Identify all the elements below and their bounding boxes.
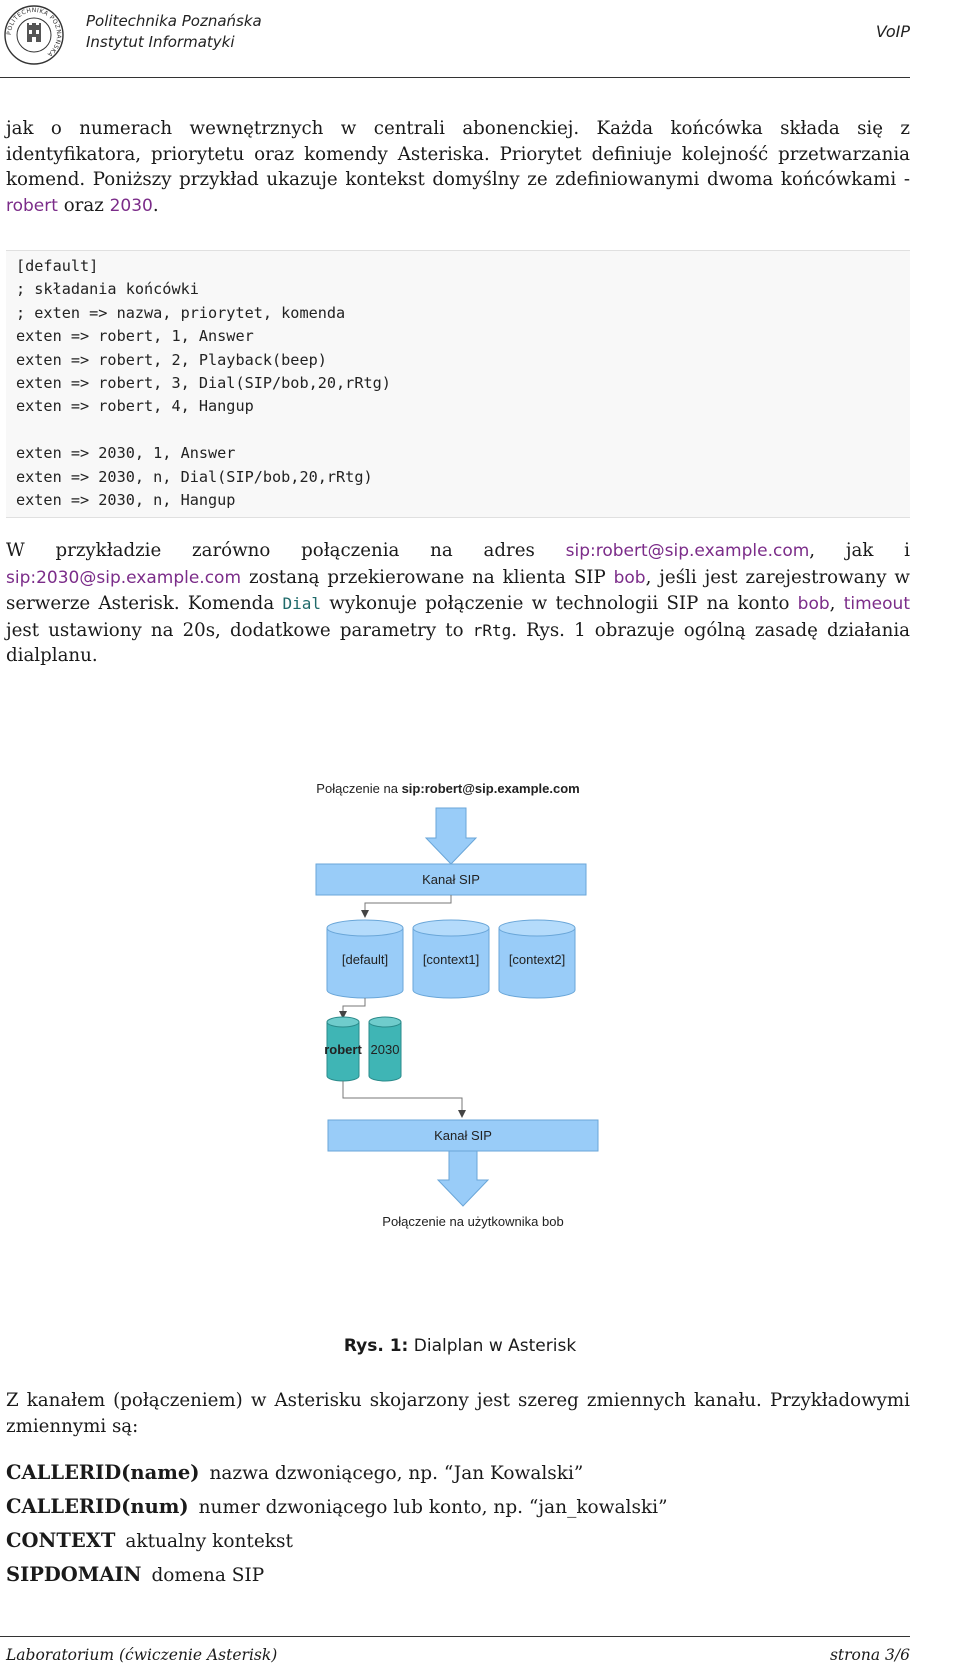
footer-rule bbox=[0, 1636, 910, 1637]
term-robert: robert bbox=[6, 195, 58, 216]
variable-term: CALLERID(num) bbox=[6, 1495, 189, 1518]
variable-item: CALLERID(num) numer dzwoniącego lub konto… bbox=[6, 1490, 910, 1524]
sip-channel-top-label: Kanał SIP bbox=[422, 872, 480, 887]
extension-2030-label: 2030 bbox=[371, 1042, 400, 1057]
sip-channel-top-box bbox=[315, 863, 587, 896]
sip-channel-bottom-label: Kanał SIP bbox=[434, 1128, 492, 1143]
context-default-label: [default] bbox=[342, 952, 388, 967]
para-text: W przykładzie zarówno połączenia na adre… bbox=[6, 540, 566, 561]
context-default-cylinder: [default] bbox=[326, 919, 404, 999]
para-text: . bbox=[152, 194, 159, 216]
variable-term: CALLERID(name) bbox=[6, 1461, 200, 1484]
term-timeout: timeout bbox=[843, 594, 910, 614]
channel-variables-list: CALLERID(name) nazwa dzwoniącego, np. “Ja… bbox=[6, 1456, 910, 1592]
institution-line-2: Instytut Informatyki bbox=[86, 33, 235, 51]
term-2030: 2030 bbox=[109, 195, 153, 216]
context1-label: [context1] bbox=[423, 952, 479, 967]
variable-item: CALLERID(name) nazwa dzwoniącego, np. “Ja… bbox=[6, 1456, 910, 1490]
connector-channel-to-context bbox=[361, 895, 452, 918]
para-text: , jak i bbox=[809, 540, 910, 561]
code-rrtg: rRtg bbox=[472, 620, 512, 640]
institution-name: Politechnika Poznańska Instytut Informat… bbox=[86, 11, 262, 53]
institution-line-1: Politechnika Poznańska bbox=[86, 12, 262, 30]
outgoing-flow-arrow bbox=[436, 1150, 490, 1207]
para-text: wykonuje połączenie w technologii SIP na… bbox=[320, 593, 798, 614]
outgoing-call-label: Połączenie na użytkownika bob bbox=[382, 1214, 563, 1229]
university-logo-icon: POLITECHNIKA POZNAŃSKA bbox=[4, 5, 64, 65]
variables-intro-paragraph: Z kanałem (połączeniem) w Asterisku skoj… bbox=[6, 1390, 910, 1437]
dialplan-diagram: Połączenie na sip:robert@sip.example.com… bbox=[315, 781, 599, 1229]
caption-text: Dialplan w Asterisk bbox=[413, 1336, 577, 1356]
intro-paragraph: jak o numerach wewnętrznych w centrali a… bbox=[6, 116, 910, 219]
variable-term: CONTEXT bbox=[6, 1529, 116, 1552]
term-bob: bob bbox=[613, 567, 646, 588]
context2-cylinder: [context2] bbox=[498, 919, 576, 999]
variable-item: CONTEXT aktualny kontekst bbox=[6, 1524, 910, 1558]
term-bob: bob bbox=[797, 594, 830, 614]
sip-channel-bottom-box bbox=[327, 1119, 599, 1152]
variable-description: domena SIP bbox=[151, 1565, 265, 1586]
connector-context-to-extension bbox=[339, 998, 366, 1019]
caption-label: Rys. 1: bbox=[343, 1336, 409, 1356]
variable-description: nazwa dzwoniącego, np. “Jan Kowalski” bbox=[209, 1463, 584, 1484]
code-dial: Dial bbox=[282, 594, 321, 613]
incoming-call-label: Połączenie na sip:robert@sip.example.com bbox=[316, 781, 579, 796]
page-header: POLITECHNIKA POZNAŃSKA Politechnika Pozn… bbox=[0, 0, 910, 78]
para-text: . Rys. 1 obrazuje ogólną zasadę działani… bbox=[6, 619, 911, 667]
footer-course-name: Laboratorium (ćwiczenie Asterisk) bbox=[6, 1646, 278, 1664]
para-text: jest ustawiony na 20s, dodatkowe paramet… bbox=[6, 619, 473, 641]
figure-caption: Rys. 1: Dialplan w Asterisk bbox=[0, 1336, 920, 1356]
para-text: , bbox=[829, 593, 844, 614]
extension-robert-cylinder: robert bbox=[324, 1016, 362, 1082]
context2-label: [context2] bbox=[509, 952, 565, 967]
code-listing: [default] ; składania końcówki ; exten =… bbox=[6, 250, 910, 518]
connector-extension-to-channel bbox=[342, 1081, 466, 1118]
extension-2030-cylinder: 2030 bbox=[368, 1016, 402, 1082]
para-text: jak o numerach wewnętrznych w centrali a… bbox=[6, 118, 910, 190]
document-title: VoIP bbox=[875, 22, 910, 41]
variable-description: numer dzwoniącego lub konto, np. “jan_ko… bbox=[198, 1497, 668, 1518]
footer-page-number: strona 3/6 bbox=[829, 1646, 910, 1664]
explanation-paragraph: W przykładzie zarówno połączenia na adre… bbox=[6, 538, 910, 669]
variable-item: SIPDOMAIN domena SIP bbox=[6, 1558, 910, 1592]
header-rule bbox=[0, 77, 910, 78]
sip-address-2030: sip:2030@sip.example.com bbox=[6, 567, 242, 588]
variable-term: SIPDOMAIN bbox=[6, 1563, 142, 1586]
extension-robert-label: robert bbox=[324, 1042, 362, 1057]
sip-address-robert: sip:robert@sip.example.com bbox=[565, 541, 810, 561]
para-text: zostaną przekierowane na klienta SIP bbox=[241, 566, 614, 588]
dialplan-code: [default] ; składania końcówki ; exten =… bbox=[16, 257, 391, 510]
context1-cylinder: [context1] bbox=[412, 919, 490, 999]
incoming-flow-arrow bbox=[424, 807, 478, 865]
para-text: , jeśli jest zarejestrowany w serwerze A… bbox=[6, 566, 910, 615]
para-text: oraz bbox=[57, 194, 110, 216]
variable-description: aktualny kontekst bbox=[125, 1531, 293, 1552]
